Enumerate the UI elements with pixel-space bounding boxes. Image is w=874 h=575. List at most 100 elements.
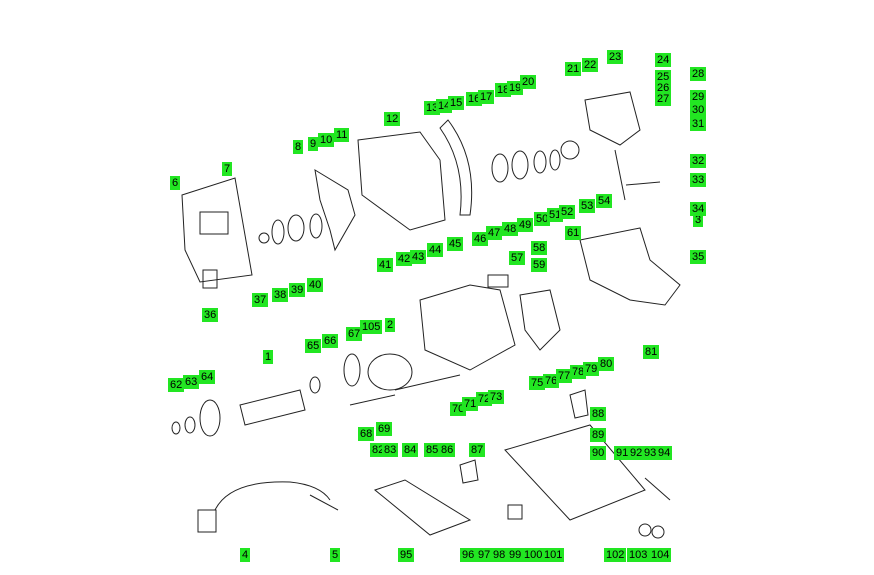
callout-43: 43 [410,250,427,264]
callout-61: 61 [565,226,582,240]
power-cord [214,481,331,511]
callout-81: 81 [643,345,660,359]
callout-40: 40 [307,278,324,292]
callout-15: 15 [448,96,465,110]
callout-59: 59 [531,258,548,272]
callout-53: 53 [579,199,596,213]
callout-3: 3 [693,213,704,227]
callout-64: 64 [199,370,216,384]
callout-79: 79 [583,362,600,376]
callout-7: 7 [222,162,233,176]
callout-58: 58 [531,241,548,255]
bearing-plate [343,353,361,387]
callout-42: 42 [396,252,413,266]
parallel-guide [373,479,472,536]
bearing-62 [171,421,181,435]
callout-10: 10 [318,133,335,147]
blade-guard [181,177,253,283]
gear-48 [511,150,529,180]
callout-94: 94 [656,446,673,460]
callout-98: 98 [491,548,508,562]
callout-66: 66 [322,334,339,348]
callout-92: 92 [628,446,645,460]
callout-100: 100 [522,548,545,562]
callout-11: 11 [334,128,350,142]
callout-76: 76 [543,374,560,388]
callout-46: 46 [472,232,489,246]
elbow-88 [569,389,589,419]
callout-95: 95 [398,548,415,562]
callout-86: 86 [439,443,456,457]
callout-80: 80 [598,357,615,371]
callout-84: 84 [402,443,419,457]
washer-39 [287,214,305,242]
callout-47: 47 [486,226,503,240]
callout-57: 57 [509,251,526,265]
lever-part [314,169,356,252]
callout-39: 39 [289,283,306,297]
guard-window [199,211,229,235]
callout-65: 65 [305,339,322,353]
callout-75: 75 [529,376,546,390]
bearing-65 [309,376,321,394]
callout-17: 17 [478,90,495,104]
top-bracket [584,91,641,146]
ring-50 [549,149,561,171]
callout-69: 69 [376,422,393,436]
rear-handle [579,227,681,306]
callout-22: 22 [582,58,599,72]
callout-33: 33 [690,173,707,187]
callout-87: 87 [469,443,486,457]
callout-23: 23 [607,50,624,64]
callout-20: 20 [520,75,537,89]
field-coil [367,353,413,391]
callout-44: 44 [427,243,444,257]
callout-93: 93 [642,446,659,460]
callout-73: 73 [488,390,505,404]
washer-38 [271,219,285,245]
motor-housing [357,131,446,231]
callout-8: 8 [293,140,304,154]
hex-key-94 [644,477,671,501]
callout-36: 36 [202,308,219,322]
callout-28: 28 [690,67,707,81]
callout-105: 105 [360,320,383,334]
callout-31: 31 [690,117,707,131]
callout-83: 83 [382,443,399,457]
callout-99: 99 [507,548,524,562]
rod-68 [349,394,396,406]
callout-2: 2 [385,318,396,332]
callout-104: 104 [649,548,672,562]
callout-27: 27 [655,92,672,106]
callout-12: 12 [384,112,401,126]
cap-57 [487,274,509,288]
callout-52: 52 [559,205,576,219]
callout-63: 63 [183,375,200,389]
knob-104 [651,525,665,539]
callout-71: 71 [462,397,479,411]
callout-85: 85 [424,443,441,457]
callout-24: 24 [655,53,672,67]
callout-9: 9 [308,137,319,151]
callout-37: 37 [252,293,269,307]
bearing-63 [184,416,196,434]
callout-90: 90 [590,446,607,460]
callout-97: 97 [476,548,493,562]
callout-29: 29 [690,90,707,104]
clamp-99 [507,504,523,520]
switch-cover [519,289,561,351]
callout-35: 35 [690,250,707,264]
rod-69 [394,374,461,391]
callout-30: 30 [690,103,707,117]
callout-1: 1 [263,350,274,364]
plug [197,509,217,533]
callout-6: 6 [170,176,181,190]
clip-part [202,269,218,289]
callout-103: 103 [627,548,650,562]
callout-4: 4 [240,548,251,562]
callout-70: 70 [450,402,467,416]
pin-33 [625,181,661,186]
callout-68: 68 [358,427,375,441]
spring-part [614,149,626,201]
